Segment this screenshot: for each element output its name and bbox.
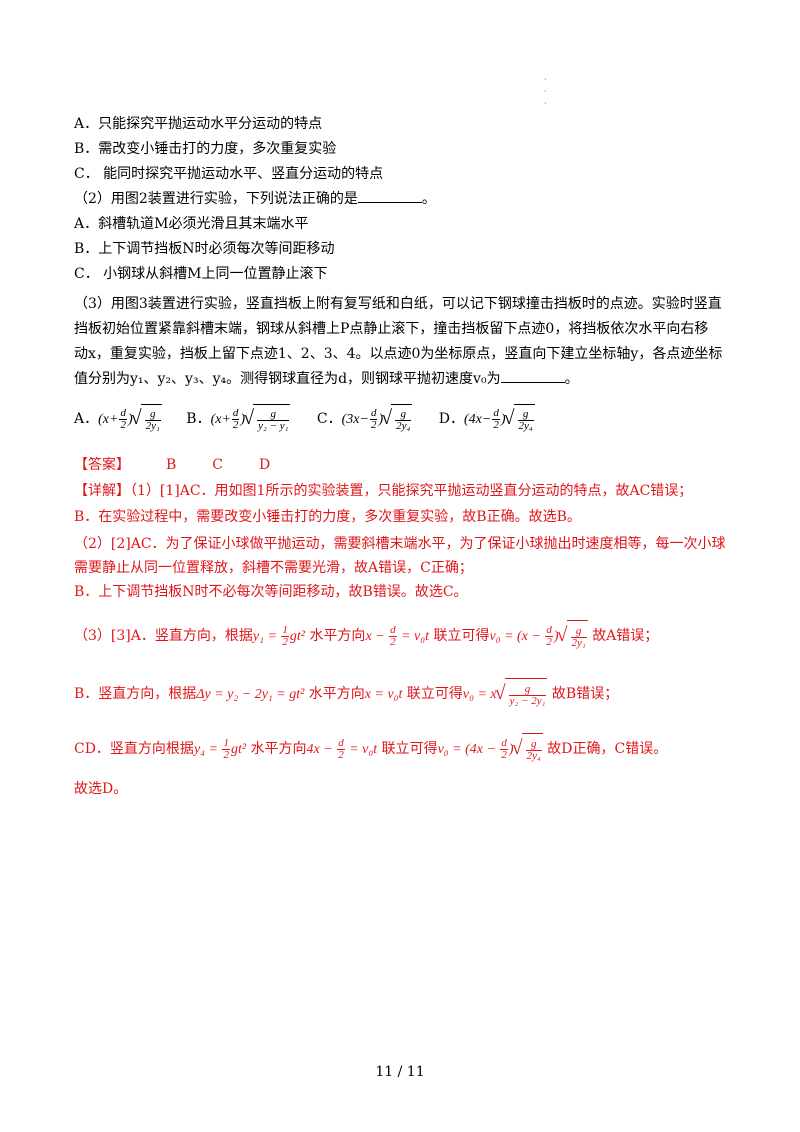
q3-line-2: 挡板初始位置紧靠斜槽末端，钢球从斜槽上P点静止滚下，撞击挡板留下点迹0，将挡板依…: [74, 321, 709, 337]
explain-line-9: 故选D。: [74, 781, 128, 797]
explain-line-2: B．在实验过程中，需要改变小锤击打的力度，多次重复实验，故B正确。故选B。: [74, 509, 581, 525]
q3-line-1: （3）用图3装置进行实验，竖直挡板上附有复写纸和白纸，可以记下钢球撞击挡板时的点…: [74, 296, 722, 312]
q1-option-c: C． 能同时探究平抛运动水平、竖直分运动的特点: [74, 166, 384, 182]
q3-line-3: 动x，重复实验，挡板上留下点迹1、2、3、4。以点迹0为坐标原点，竖直向下建立坐…: [74, 346, 723, 362]
page-number: 11 / 11: [375, 1064, 425, 1080]
q2-option-b: B．上下调节挡板N时必须每次等间距移动: [74, 241, 335, 257]
explain-line-3: （2）[2]AC．为了保证小球做平抛运动，需要斜槽末端水平，为了保证小球抛出时速…: [74, 536, 726, 552]
q1-option-b: B．需改变小锤击打的力度，多次重复实验: [74, 141, 337, 157]
q2-option-a: A．斜槽轨道M必须光滑且其末端水平: [74, 216, 309, 232]
q1-option-a: A．只能探究平抛运动水平分运动的特点: [74, 116, 323, 132]
answer-blank: [500, 370, 565, 383]
explain-line-7: B．竖直方向，根据Δy = y₂ − 2y₁ = gt² 水平方向x = v₀t…: [74, 677, 618, 711]
explain-line-5: B．上下调节挡板N时不必每次等间距移动，故B错误。故选C。: [74, 584, 468, 600]
q2-stem: （2）用图2装置进行实验，下列说法正确的是。: [74, 190, 436, 207]
q2-option-c: C． 小钢球从斜槽M上同一位置静止滚下: [74, 266, 328, 282]
corner-dots: ···: [544, 75, 547, 108]
explain-line-1: 【详解】（1）[1]AC．用如图1所示的实验装置，只能探究平抛运动竖直分运动的特…: [74, 483, 693, 499]
answer-blank: [357, 190, 422, 203]
explain-line-4: 需要静止从同一位置释放，斜槽不需要光滑，故A错误，C正确；: [74, 560, 473, 576]
q3-line-4: 值分别为y₁、y₂、y₃、y₄。测得钢球直径为d，则钢球平抛初速度v₀为。: [74, 370, 579, 387]
